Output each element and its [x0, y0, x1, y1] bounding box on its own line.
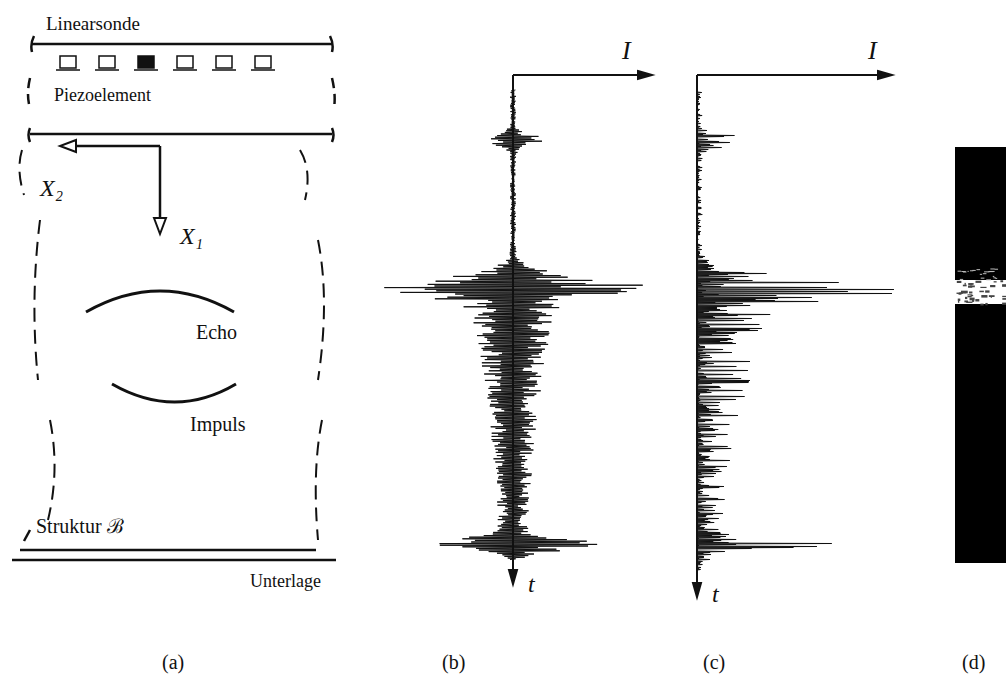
probe — [28, 36, 335, 142]
structure-label: Struktur ℬ — [36, 516, 124, 536]
wave-label: Impuls — [190, 414, 246, 434]
rf-signal — [384, 90, 642, 560]
axis-label: X₂ — [40, 176, 63, 200]
piezo-elements — [56, 56, 275, 70]
base-label: Unterlage — [250, 572, 321, 590]
panel-label: (b) — [442, 652, 465, 672]
axis-label: I — [868, 38, 877, 64]
b-mode-image — [955, 147, 1006, 563]
axis-label: X₁ — [180, 224, 203, 248]
envelope-signal — [697, 90, 894, 571]
axis-label: t — [712, 582, 719, 606]
wave-label: Echo — [196, 322, 237, 342]
axes — [60, 140, 166, 234]
rf-trace — [384, 90, 642, 560]
element-name: Piezoelement — [54, 86, 151, 104]
region-border — [19, 150, 324, 540]
probe-name: Linearsonde — [46, 14, 140, 33]
panel-label: (a) — [162, 652, 184, 672]
axis-label: t — [528, 572, 535, 596]
panel-label: (c) — [703, 652, 725, 672]
axis-label: I — [622, 38, 631, 64]
panel-label: (d) — [962, 652, 985, 672]
envelope-trace — [697, 90, 894, 571]
wavefronts — [86, 291, 236, 402]
